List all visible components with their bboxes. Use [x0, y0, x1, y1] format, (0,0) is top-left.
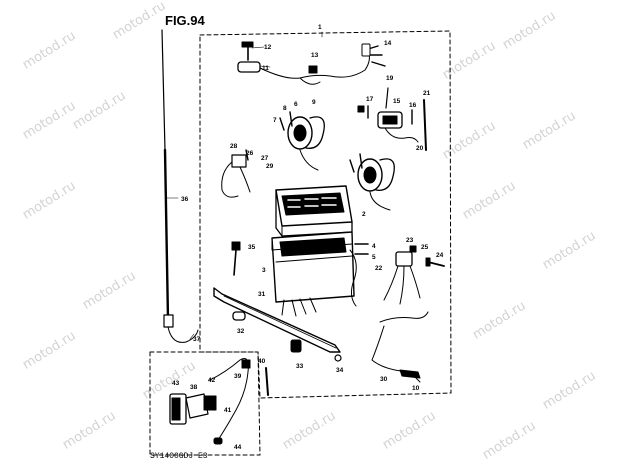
callout-27: 27 — [261, 155, 269, 162]
callout-28: 28 — [230, 143, 238, 150]
relay-22 — [383, 245, 445, 305]
callout-37: 37 — [193, 336, 201, 343]
bolts-4-5 — [354, 243, 369, 255]
callout-42: 42 — [208, 377, 216, 384]
callout-33: 33 — [296, 363, 304, 370]
callout-29: 29 — [266, 163, 274, 170]
callout-41: 41 — [224, 407, 232, 414]
mounting-bracket — [213, 287, 341, 353]
callout-36: 36 — [181, 196, 189, 203]
drawing-code: SY1400GDJ E3 — [150, 452, 208, 461]
callout-26: 26 — [246, 150, 254, 157]
callout-35: 35 — [248, 244, 256, 251]
callout-9: 9 — [312, 99, 316, 106]
battery-box — [271, 231, 357, 317]
callout-17: 17 — [366, 96, 374, 103]
wire-clip-35 — [231, 241, 241, 276]
callout-34: 34 — [336, 367, 344, 374]
callout-39: 39 — [234, 373, 242, 380]
callout-44: 44 — [234, 444, 242, 451]
connector-module-26 — [221, 149, 251, 198]
callout-6: 6 — [294, 101, 298, 108]
callout-30: 30 — [380, 376, 388, 383]
callout-21: 21 — [423, 90, 431, 97]
callout-32: 32 — [237, 328, 245, 335]
callout-15: 15 — [393, 98, 401, 105]
callout-20: 20 — [416, 145, 424, 152]
regulator-assembly — [169, 358, 269, 445]
callout-22: 22 — [375, 265, 383, 272]
callout-12: 12 — [264, 44, 272, 51]
callout-1: 1 — [318, 24, 322, 31]
callout-4: 4 — [372, 243, 376, 250]
callout-25: 25 — [421, 244, 429, 251]
callout-14: 14 — [384, 40, 392, 47]
horn-upper — [279, 111, 325, 171]
leader-lines — [165, 31, 323, 340]
callout-13: 13 — [311, 52, 319, 59]
callout-19: 19 — [386, 75, 394, 82]
callout-38: 38 — [190, 384, 198, 391]
callout-40: 40 — [258, 358, 266, 365]
horn-switch-harness — [237, 41, 386, 85]
callout-3: 3 — [262, 267, 266, 274]
antenna — [161, 29, 199, 343]
sub-assembly-frame — [149, 351, 261, 456]
harness-30 — [371, 311, 429, 383]
callout-10: 10 — [412, 385, 420, 392]
callout-43: 43 — [172, 380, 180, 387]
callout-5: 5 — [372, 254, 376, 261]
callout-layer: 1234567891011121314151617181920212223242… — [172, 24, 444, 451]
callout-23: 23 — [406, 237, 414, 244]
callout-7: 7 — [273, 117, 277, 124]
horn-lower — [349, 153, 395, 211]
grommets — [232, 311, 342, 362]
callout-24: 24 — [436, 252, 444, 259]
relay-block — [357, 87, 427, 151]
callout-11: 11 — [262, 65, 269, 72]
figure-title: FIG.94 — [165, 13, 205, 28]
callout-31: 31 — [258, 291, 266, 298]
callout-18: 18 — [357, 107, 365, 114]
callout-16: 16 — [409, 102, 417, 109]
fuse-box — [275, 185, 353, 237]
callout-8: 8 — [283, 105, 287, 112]
callout-2: 2 — [362, 211, 366, 218]
